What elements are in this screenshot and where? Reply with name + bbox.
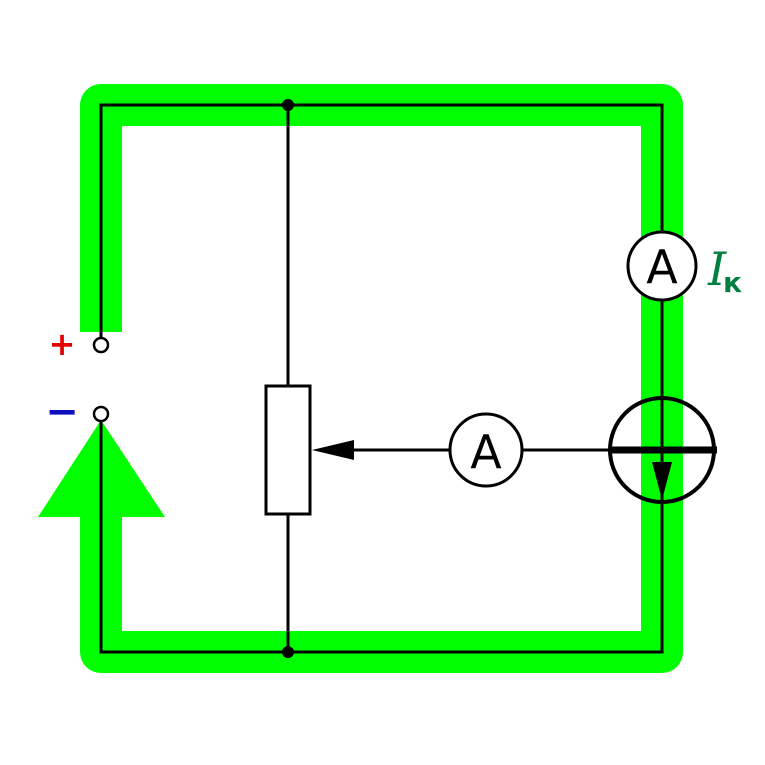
collector-ammeter-circle	[626, 230, 698, 302]
junction-dot-bottom	[282, 646, 294, 658]
minus-sign: −	[45, 389, 79, 435]
potentiometer	[264, 384, 354, 516]
plus-sign: +	[49, 325, 76, 363]
terminal-positive	[92, 336, 110, 354]
collector-current-label: I к	[707, 242, 742, 299]
base-ammeter-symbol: A	[470, 425, 502, 479]
wire-positive-lead	[99, 103, 664, 338]
collector-ammeter-symbol: A	[646, 240, 678, 294]
collector-current-subscript: к	[723, 266, 742, 299]
base-ammeter-circle	[448, 412, 524, 488]
potentiometer-wiper-arrow	[312, 440, 354, 460]
transistor	[608, 396, 717, 504]
wire-bottom-return	[99, 420, 664, 654]
collector-current-symbol: I	[707, 242, 727, 296]
base-ammeter: A	[448, 412, 524, 488]
collector-ammeter: A	[626, 230, 698, 302]
potentiometer-body	[264, 384, 312, 516]
terminal-negative	[92, 405, 110, 423]
current-path-highlight	[38, 84, 683, 673]
terminals: + −	[45, 325, 110, 435]
circuit-wires	[99, 103, 664, 654]
current-path-band	[80, 84, 683, 673]
transistor-emitter-arrow	[652, 462, 672, 500]
junction-dot-top	[282, 99, 294, 111]
